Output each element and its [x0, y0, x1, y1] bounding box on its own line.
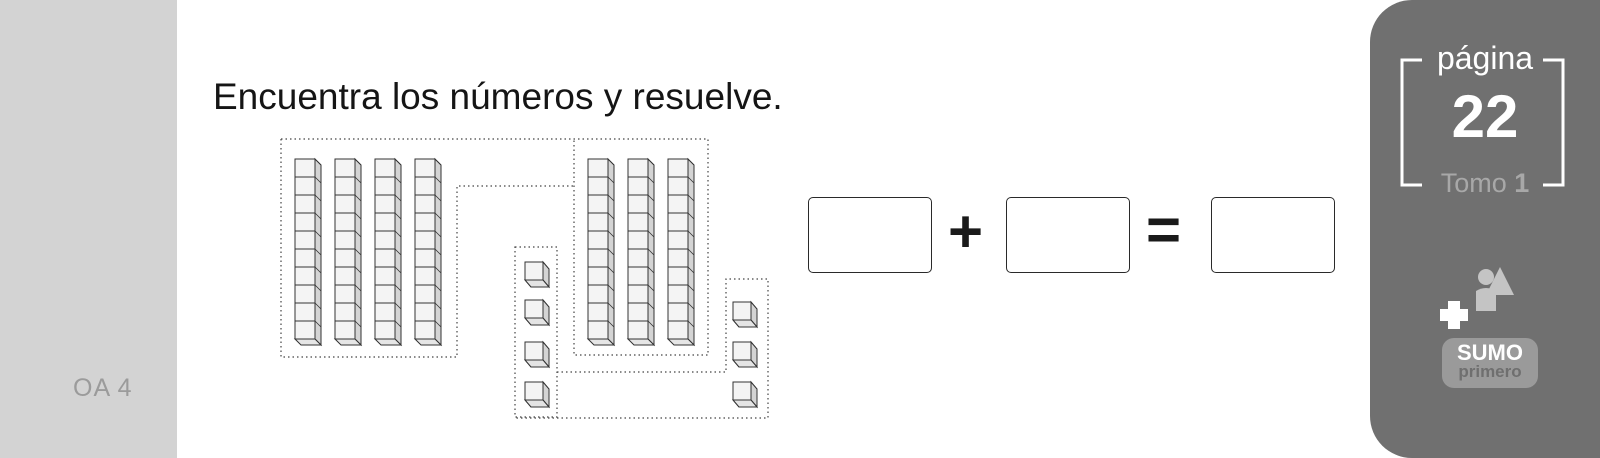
page-bracket-frame [1400, 58, 1565, 187]
volume-number: 1 [1514, 168, 1530, 198]
tens-rod-left-1 [293, 157, 323, 347]
logo-text-primero: primero [1458, 362, 1522, 381]
left-margin-band [0, 0, 177, 458]
unit-cube-left-1 [523, 260, 551, 289]
answer-box-sum[interactable] [1211, 197, 1335, 273]
exercise-instruction: Encuentra los números y resuelve. [213, 76, 783, 117]
logo-text-sumo: SUMO [1457, 340, 1523, 365]
tens-rod-right-3 [666, 157, 696, 347]
answer-box-first-addend[interactable] [808, 197, 932, 273]
unit-cubes [523, 260, 759, 409]
tens-rods [293, 157, 696, 347]
tens-rod-left-2 [333, 157, 363, 347]
unit-cube-left-3 [523, 340, 551, 369]
volume-word: Tomo [1440, 168, 1507, 198]
page-word: página [1436, 40, 1534, 76]
unit-cube-right-2 [731, 340, 759, 369]
tens-rod-left-4 [413, 157, 443, 347]
group-left-outline [280, 138, 709, 358]
tens-rod-left-3 [373, 157, 403, 347]
volume-label: Tomo 1 [1410, 168, 1560, 199]
unit-cube-left-4 [523, 380, 551, 409]
learning-objective-label: OA 4 [73, 374, 133, 402]
group-units-left-outline [514, 246, 558, 418]
equals-sign: = [1146, 196, 1182, 263]
plus-sign: + [948, 198, 984, 265]
tens-rod-right-1 [586, 157, 616, 347]
unit-cube-left-2 [523, 298, 551, 327]
sumo-primero-logo [1440, 267, 1538, 388]
page-number: 22 [1451, 83, 1519, 150]
tens-rod-right-2 [626, 157, 656, 347]
group-units-bottom-outline [515, 278, 769, 419]
answer-box-second-addend[interactable] [1006, 197, 1130, 273]
unit-cube-right-3 [731, 380, 759, 409]
unit-cube-right-1 [731, 300, 759, 329]
